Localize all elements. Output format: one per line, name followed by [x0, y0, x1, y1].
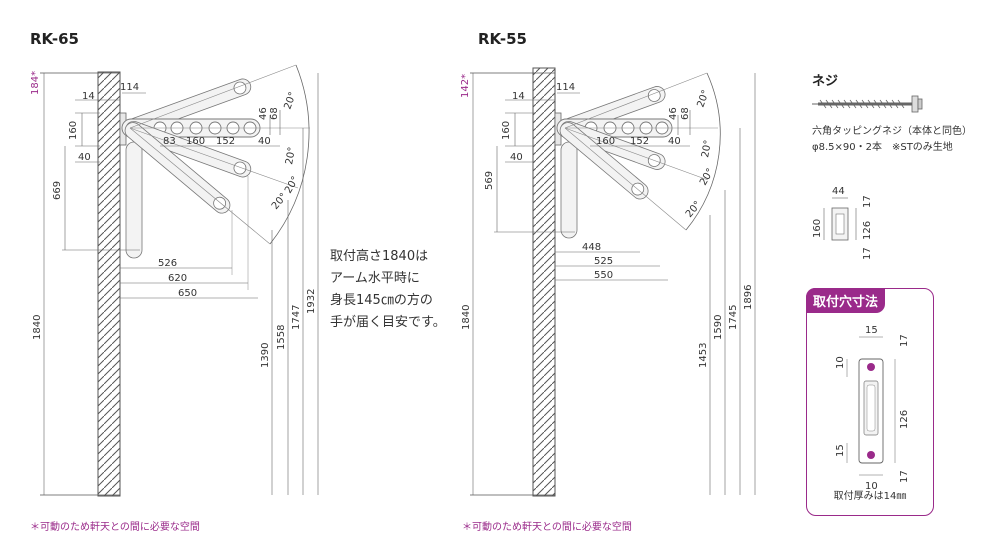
bracket-dim-126: 126	[862, 221, 873, 240]
rk55-dim-40b: 40	[668, 136, 681, 147]
rk65-dim-152: 152	[216, 136, 235, 147]
rk55-dim-46: 46	[668, 107, 679, 120]
rk65-drawing	[40, 64, 319, 497]
rk65-dim-650: 650	[178, 288, 197, 299]
rk65-dim-160b: 160	[186, 136, 205, 147]
screw-description: 六角タッピングネジ（本体と同色） φ8.5×90・2本 ※STのみ生地	[812, 124, 972, 156]
rk55-drawing	[470, 67, 756, 497]
mh-dim-17b: 17	[899, 470, 910, 483]
rk55-dim-569: 569	[484, 171, 495, 190]
rk65-dim-68: 68	[269, 107, 280, 120]
height-note-line-1: 取付高さ1840は	[330, 249, 429, 264]
rk65-swing-arc	[269, 64, 310, 245]
rk65-dim-83: 83	[163, 136, 176, 147]
rk65-angle-4: 20°	[270, 191, 290, 212]
rk65-arm-down	[125, 141, 143, 259]
rk55-dim-1590: 1590	[713, 315, 724, 340]
mount-hole-title: 取付穴寸法	[806, 288, 886, 313]
rk55-angle-3: 20°	[698, 167, 716, 188]
rk55-arm-down	[560, 141, 578, 239]
rk65-title: RK-65	[30, 30, 79, 48]
rk55-dim-68: 68	[680, 107, 691, 120]
mh-dim-15a: 15	[865, 325, 878, 336]
height-note-line-3: 身長145㎝の方の	[330, 293, 433, 308]
mh-dim-10b: 10	[865, 481, 878, 492]
rk55-dim-114: 114	[556, 82, 575, 93]
rk65-dim-114: 114	[120, 82, 139, 93]
rk65-top-note: 184*	[30, 71, 41, 95]
rk55-dim-160b: 160	[596, 136, 615, 147]
mount-hole-bottom	[867, 451, 875, 459]
rk65-dim-1558: 1558	[276, 325, 287, 350]
screw-illustration	[812, 95, 923, 113]
rk65-arm-down-40	[124, 122, 231, 214]
rk65-footnote: ＊可動のため軒天との間に必要な空間	[30, 522, 200, 533]
rk65-dim-160: 160	[68, 121, 79, 140]
rk65-dim-1390: 1390	[260, 343, 271, 368]
rk65-dim-40b: 40	[258, 136, 271, 147]
bracket-dim-160: 160	[812, 219, 823, 238]
height-note: 取付高さ1840は アーム水平時に 身長145㎝の方の 手が届く目安です。	[330, 246, 446, 334]
bracket-dim-44: 44	[832, 186, 845, 197]
rk55-top-note: 142*	[460, 74, 471, 98]
bracket-drawing	[823, 197, 857, 241]
bracket-dim-17a: 17	[862, 195, 873, 208]
screw-desc-line-1: 六角タッピングネジ（本体と同色）	[812, 126, 972, 137]
rk55-title: RK-55	[478, 30, 527, 48]
rk55-angle-1: 20°	[695, 89, 711, 109]
rk55-wall	[532, 67, 556, 497]
mh-dim-126: 126	[899, 410, 910, 429]
rk55-dim-1840: 1840	[461, 305, 472, 330]
rk65-dim-1932: 1932	[306, 289, 317, 314]
rk55-dim-14: 14	[512, 91, 525, 102]
rk65-dim-620: 620	[168, 273, 187, 284]
rk65-dim-14: 14	[82, 91, 95, 102]
rk55-swing-arc	[685, 72, 721, 231]
mount-hole-caption: 取付厚みは14㎜	[833, 491, 907, 502]
rk55-dim-1896: 1896	[743, 285, 754, 310]
mh-dim-10a: 10	[835, 356, 846, 369]
screw-title: ネジ	[812, 74, 839, 89]
rk55-dim-1453: 1453	[698, 343, 709, 368]
rk55-dim-160: 160	[501, 121, 512, 140]
rk55-dim-152: 152	[630, 136, 649, 147]
bracket-dim-17b: 17	[862, 247, 873, 260]
height-note-line-2: アーム水平時に	[330, 271, 420, 286]
rk65-dim-1747: 1747	[291, 305, 302, 330]
rk65-dim-46: 46	[258, 107, 269, 120]
rk55-dim-525: 525	[594, 256, 613, 267]
rk65-dim-526: 526	[158, 258, 177, 269]
rk65-dim-669: 669	[52, 181, 63, 200]
height-note-line-4: 手が届く目安です。	[330, 315, 446, 330]
mount-hole-top	[867, 363, 875, 371]
mh-dim-17a: 17	[899, 334, 910, 347]
rk55-dim-448: 448	[582, 242, 601, 253]
rk55-footnote: ＊可動のため軒天との間に必要な空間	[462, 522, 632, 533]
mount-hole-panel: 取付穴寸法 15 10 17 126 15 17 10 取付厚みは14㎜	[806, 288, 934, 516]
screw-desc-line-2: φ8.5×90・2本 ※STのみ生地	[812, 142, 953, 153]
rk55-dim-1745: 1745	[728, 305, 739, 330]
mount-hole-drawing: 15 10 17 126 15 17 10	[835, 325, 910, 492]
rk65-wall	[97, 71, 121, 497]
rk55-angle-4: 20°	[684, 199, 704, 220]
mh-dim-15b: 15	[835, 444, 846, 457]
rk55-angle-2: 20°	[700, 139, 714, 158]
rk65-dim-1840: 1840	[32, 315, 43, 340]
rk55-dim-550: 550	[594, 270, 613, 281]
rk55-dim-40: 40	[510, 152, 523, 163]
rk65-dim-40: 40	[78, 152, 91, 163]
rk65-angle-2: 20°	[284, 146, 298, 165]
rk65-angle-1: 20°	[282, 91, 298, 111]
